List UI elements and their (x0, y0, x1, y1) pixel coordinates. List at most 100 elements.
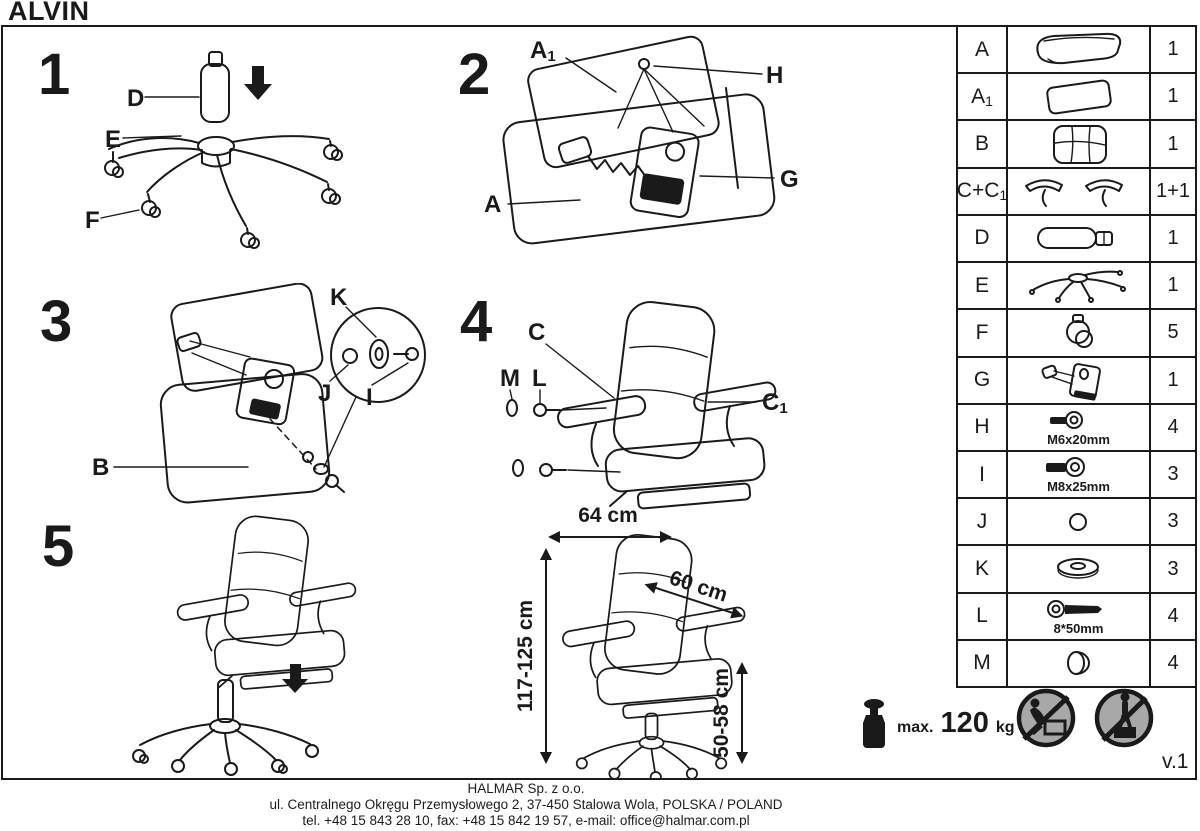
dimension-depth: 60 cm (667, 566, 731, 606)
part-id: M (958, 640, 1008, 687)
step2-label-seat: A (484, 191, 501, 218)
version-label: v.1 (1162, 750, 1189, 773)
seat-plate-icon (1008, 74, 1151, 120)
footer-address: ul. Centralnego Okręgu Przemysłowego 2, … (269, 797, 783, 812)
step2-label-bolt: H (766, 62, 783, 89)
caster-wheel-icon (1008, 310, 1151, 356)
step1-label-gas-lift: D (127, 85, 144, 112)
part-qty: 1 (1167, 38, 1179, 61)
down-arrow-icon (244, 66, 272, 100)
gas-lift-icon (1008, 215, 1151, 262)
table-row: I M8x25mm 3 (958, 451, 1195, 500)
prohibition-icons (1014, 686, 1156, 750)
part-spec: 8*50mm (1053, 620, 1104, 636)
weight-limit-prefix: max. (897, 718, 934, 736)
bolt-m8-icon: M8x25mm (1008, 451, 1151, 498)
step3-label-bolt: I (366, 384, 373, 411)
ring-washer-icon (1008, 499, 1151, 545)
table-row: F 5 (958, 310, 1195, 358)
part-qty: 1 (1167, 368, 1179, 391)
step-4-diagram-armrests: C M L C1 (500, 301, 788, 510)
dimension-width: 64 cm (578, 504, 638, 527)
bolt-long-icon: 8*50mm (1008, 593, 1151, 639)
step-2-number: 2 (458, 42, 491, 107)
table-row: M 4 (958, 640, 1195, 687)
tilt-mechanism-icon (1008, 357, 1151, 403)
part-id: B (958, 121, 1008, 167)
dimension-seat-height: 50-58 cm (710, 668, 733, 758)
footer-company: HALMAR Sp. z o.o. (467, 781, 585, 796)
part-qty: 1+1 (1156, 179, 1190, 202)
star-base-icon (1008, 263, 1151, 309)
cap-icon (1008, 640, 1151, 687)
part-id: L (958, 593, 1008, 639)
table-row: K 3 (958, 546, 1195, 594)
step1-label-caster: F (85, 207, 100, 234)
dimensions-diagram: 64 cm 60 cm 117-125 cm 50-58 cm (514, 504, 748, 778)
footer-contact: tel. +48 15 843 28 10, fax: +48 15 842 1… (302, 813, 750, 828)
weight-limit-unit: kg (995, 718, 1015, 736)
part-id: D (958, 215, 1008, 262)
part-spec: M6x20mm (1047, 431, 1110, 447)
weight-icon (863, 699, 885, 748)
bolt-m6-icon: M6x20mm (1008, 404, 1151, 450)
part-qty: 1 (1167, 226, 1179, 249)
down-arrow-icon (282, 664, 308, 693)
part-qty: 3 (1167, 463, 1179, 486)
detail-circle (330, 307, 426, 403)
table-row: D 1 (958, 215, 1195, 264)
step-3-number: 3 (40, 289, 73, 354)
page-title: ALVIN (8, 0, 90, 26)
step2-label-mechanism: G (780, 166, 799, 193)
step4-label-cap: M (500, 365, 520, 392)
step4-label-bolt: L (532, 365, 547, 392)
part-id: J (958, 499, 1008, 545)
step3-label-washer: K (330, 284, 348, 311)
step-4-number: 4 (460, 289, 493, 354)
step4-label-armrest-left: C (528, 319, 545, 346)
table-row: B 1 (958, 121, 1195, 169)
part-id: G (958, 357, 1008, 403)
step-3-diagram-backrest: K J I B (92, 283, 426, 504)
flat-washer-icon (1008, 546, 1151, 592)
table-row: J 3 (958, 499, 1195, 547)
weight-limit: max. 120 kg (860, 697, 1015, 749)
part-qty: 3 (1167, 510, 1179, 533)
footer: HALMAR Sp. z o.o. ul. Centralnego Okręgu… (0, 781, 1052, 829)
part-id: H (958, 404, 1008, 450)
backrest-icon (1008, 121, 1151, 167)
part-qty: 5 (1167, 321, 1179, 344)
step-1-number: 1 (38, 42, 71, 107)
dimension-height: 117-125 cm (514, 600, 537, 712)
step-2-diagram-seat-mechanism: A1 H G A (484, 35, 799, 245)
step-5-number: 5 (42, 514, 75, 579)
step-1-diagram-base-assembly: D E F (85, 51, 343, 249)
table-row: H M6x20mm 4 (958, 404, 1195, 452)
table-row: L 8*50mm 4 (958, 593, 1195, 641)
table-row: E 1 (958, 263, 1195, 311)
seat-cushion-icon (1008, 27, 1151, 73)
step3-label-ring: J (318, 380, 331, 407)
step4-label-armrest-right: C1 (762, 389, 788, 417)
part-qty: 1 (1167, 274, 1179, 297)
step1-label-base: E (105, 126, 121, 153)
table-row: G 1 (958, 357, 1195, 405)
part-qty: 1 (1167, 85, 1179, 108)
part-qty: 1 (1167, 132, 1179, 155)
armrest-pair-icon (1008, 168, 1151, 214)
part-qty: 4 (1167, 415, 1179, 438)
part-id: I (958, 451, 1008, 498)
step-5-diagram-final-assembly (132, 515, 357, 776)
no-standing-on-chair-icon (1094, 688, 1154, 748)
part-id: K (958, 546, 1008, 592)
part-qty: 4 (1167, 651, 1179, 674)
step3-label-backrest: B (92, 454, 109, 481)
no-kneeling-on-chair-icon (1016, 688, 1076, 748)
part-spec: M8x25mm (1047, 479, 1110, 495)
step2-label-seat-plate: A1 (530, 37, 556, 65)
